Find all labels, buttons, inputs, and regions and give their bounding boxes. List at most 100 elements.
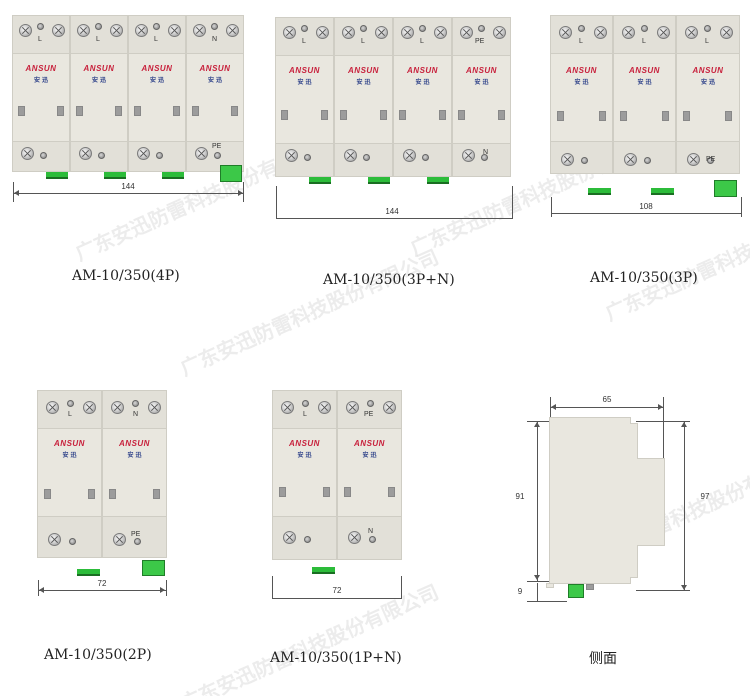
brand-logo: ANSUN xyxy=(119,439,150,448)
side-width-dimension: 65 xyxy=(602,395,612,404)
brand-sub: 安 迅 xyxy=(637,79,652,86)
module: L ANSUN 安 迅 xyxy=(334,17,393,177)
terminal-label: L xyxy=(96,36,100,43)
brand-logo: ANSUN xyxy=(83,64,115,73)
module: L ANSUN 安 迅 xyxy=(12,15,70,172)
brand-sub: 安 迅 xyxy=(207,77,223,84)
brand-sub: 安 迅 xyxy=(127,452,142,459)
brand-logo: ANSUN xyxy=(289,66,320,75)
device-3p-n: L ANSUN 安 迅 L ANSUN 安 迅 L ANSUN 安 迅 PE A… xyxy=(275,17,513,185)
terminal-label: L xyxy=(303,411,307,418)
module: L ANSUN 安 迅 xyxy=(37,390,102,558)
width-dimension: 144 xyxy=(121,182,135,191)
module: N ANSUN 安 迅 PE xyxy=(186,15,244,172)
caption-4p: AM-10/350(4P) xyxy=(72,268,180,284)
pe-connector xyxy=(714,180,737,197)
pe-connector xyxy=(220,165,242,182)
brand-sub: 安 迅 xyxy=(415,79,430,86)
brand-logo: ANSUN xyxy=(566,66,597,75)
din-clip xyxy=(104,172,126,179)
brand-logo: ANSUN xyxy=(354,439,385,448)
module: PE ANSUN 安 迅 N xyxy=(337,390,402,560)
caption-side-view: 侧面 xyxy=(589,651,617,667)
module: L ANSUN 安 迅 xyxy=(393,17,452,177)
brand-sub: 安 迅 xyxy=(62,452,77,459)
width-dimension: 72 xyxy=(97,579,107,588)
terminal-label: PE xyxy=(364,411,374,418)
width-dimension: 108 xyxy=(639,202,653,211)
module: L ANSUN 安 迅 xyxy=(613,15,676,174)
din-clip xyxy=(309,177,331,184)
brand-sub: 安 迅 xyxy=(574,79,589,86)
module: N ANSUN 安 迅 PE xyxy=(102,390,167,558)
device-2p: L ANSUN 安 迅 N ANSUN 安 迅 PE xyxy=(37,390,167,578)
din-clip xyxy=(588,188,611,195)
din-clip xyxy=(368,177,390,184)
watermark-2: 广东安迅防雷科技股份有限公司 xyxy=(176,244,443,381)
brand-sub: 安 迅 xyxy=(700,79,716,86)
terminal-label: L xyxy=(705,38,709,45)
brand-sub: 安 迅 xyxy=(356,79,371,86)
terminal-label: PE xyxy=(475,38,485,45)
side-height-right-dimension: 97 xyxy=(700,492,710,501)
terminal-label: L xyxy=(361,38,365,45)
brand-logo: ANSUN xyxy=(199,64,231,73)
caption-3p-n: AM-10/350(3P+N) xyxy=(323,272,455,288)
terminal-label: L xyxy=(642,38,646,45)
module: L ANSUN 安 迅 xyxy=(275,17,334,177)
terminal-label: L xyxy=(302,38,306,45)
din-clip xyxy=(312,567,335,574)
brand-sub: 安 迅 xyxy=(149,77,165,84)
width-dimension: 144 xyxy=(385,207,399,216)
watermark-4: 广东安迅防雷科技股份有限公司 xyxy=(601,189,750,326)
module: L ANSUN 安 迅 xyxy=(70,15,128,172)
terminal-label: L xyxy=(38,36,42,43)
device-1p-n: L ANSUN 安 迅 PE ANSUN 安 迅 N xyxy=(272,390,402,576)
caption-1p-n: AM-10/350(1P+N) xyxy=(270,650,402,666)
brand-logo: ANSUN xyxy=(466,66,497,75)
din-clip xyxy=(651,188,674,195)
module: L ANSUN 安 迅 xyxy=(272,390,337,560)
terminal-label: PE xyxy=(131,531,141,538)
brand-sub: 安 迅 xyxy=(91,77,107,84)
terminal-label: PE xyxy=(212,143,222,150)
side-foot-dimension: 9 xyxy=(517,587,523,596)
din-clip xyxy=(77,569,100,576)
terminal-label: L xyxy=(68,411,72,418)
device-3p: L ANSUN 安 迅 L ANSUN 安 迅 L ANSUN 安 迅 PE xyxy=(550,15,744,197)
din-clip xyxy=(46,172,68,179)
width-dimension: 72 xyxy=(332,586,342,595)
brand-sub: 安 迅 xyxy=(33,77,49,84)
caption-3p: AM-10/350(3P) xyxy=(590,270,698,286)
brand-logo: ANSUN xyxy=(692,66,724,75)
module: L ANSUN 安 迅 PE xyxy=(676,15,740,174)
terminal-label: N xyxy=(212,36,218,43)
terminal-label: L xyxy=(154,36,158,43)
side-height-left-dimension: 91 xyxy=(515,492,525,501)
din-clip xyxy=(162,172,184,179)
brand-logo: ANSUN xyxy=(25,64,57,73)
module: L ANSUN 安 迅 xyxy=(550,15,613,174)
terminal-label: L xyxy=(579,38,583,45)
brand-sub: 安 迅 xyxy=(474,79,489,86)
module: PE ANSUN 安 迅 N xyxy=(452,17,511,177)
brand-sub: 安 迅 xyxy=(362,452,377,459)
terminal-label: N xyxy=(133,411,139,418)
brand-sub: 安 迅 xyxy=(297,79,312,86)
brand-logo: ANSUN xyxy=(407,66,438,75)
brand-logo: ANSUN xyxy=(289,439,320,448)
pe-connector xyxy=(142,560,165,576)
terminal-label: L xyxy=(420,38,424,45)
brand-logo: ANSUN xyxy=(629,66,660,75)
caption-2p: AM-10/350(2P) xyxy=(44,647,152,663)
terminal-label: N xyxy=(483,149,489,156)
brand-logo: ANSUN xyxy=(54,439,85,448)
terminal-label: PE xyxy=(706,156,716,163)
device-4p: L ANSUN 安 迅 L ANSUN 安 迅 L ANSUN 安 迅 N AN… xyxy=(12,15,244,182)
watermark-5: 广东安迅防雷科技股份有限公司 xyxy=(176,579,443,696)
module: L ANSUN 安 迅 xyxy=(128,15,186,172)
brand-logo: ANSUN xyxy=(141,64,173,73)
terminal-label: N xyxy=(368,528,374,535)
din-clip-side xyxy=(568,584,584,598)
din-clip xyxy=(427,177,449,184)
